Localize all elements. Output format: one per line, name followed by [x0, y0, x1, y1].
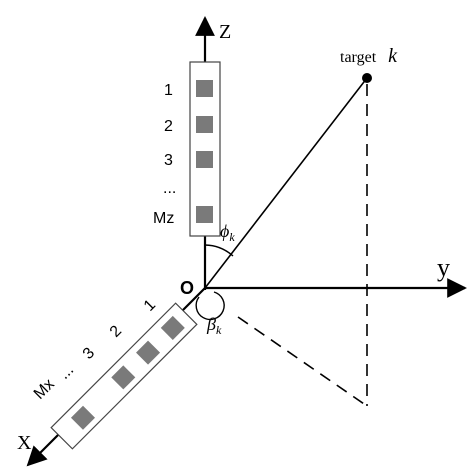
- x-element-mx: [70, 405, 96, 430]
- z-label-2: 2: [164, 118, 173, 135]
- x-element-3: [111, 365, 136, 390]
- target-point: [362, 73, 372, 83]
- x-label-mx: Mx: [31, 376, 58, 403]
- z-axis-label: Z: [219, 21, 231, 43]
- z-element-2: [196, 116, 213, 133]
- target-symbol: k: [388, 45, 398, 67]
- beta-subscript: k: [216, 323, 222, 337]
- beta-arc: [195, 291, 225, 321]
- projection-dashed: [237, 316, 368, 407]
- phi-subscript: k: [229, 230, 235, 244]
- z-label-mz: Mz: [153, 210, 174, 227]
- phi-label: ϕk: [220, 221, 235, 244]
- z-element-3: [196, 151, 213, 168]
- z-label-3: 3: [164, 152, 173, 169]
- x-axis-label: X: [17, 432, 32, 454]
- x-label-ellipsis: ...: [56, 361, 77, 382]
- x-label-1: 1: [141, 296, 159, 314]
- x-label-2: 2: [107, 322, 125, 340]
- z-element-mz: [196, 206, 213, 223]
- z-array: [189, 61, 221, 237]
- z-element-1: [196, 80, 213, 97]
- x-label-3: 3: [80, 344, 98, 362]
- x-array-labels: 1 2 3 ... Mx: [31, 296, 159, 402]
- target-text: target: [340, 49, 377, 66]
- z-label-1: 1: [164, 82, 173, 99]
- x-array: [50, 302, 198, 450]
- beta-label: βk: [206, 314, 222, 337]
- phi-arc: [204, 244, 234, 257]
- y-axis-label: y: [437, 253, 450, 282]
- z-label-ellipsis: ...: [163, 180, 176, 197]
- target-label: target k: [340, 45, 398, 67]
- z-array-labels: 1 2 3 ... Mz: [153, 82, 176, 227]
- phi-symbol: ϕ: [220, 221, 229, 241]
- origin-label: O: [180, 278, 194, 298]
- beta-symbol: β: [206, 314, 216, 334]
- target-line: [204, 77, 368, 289]
